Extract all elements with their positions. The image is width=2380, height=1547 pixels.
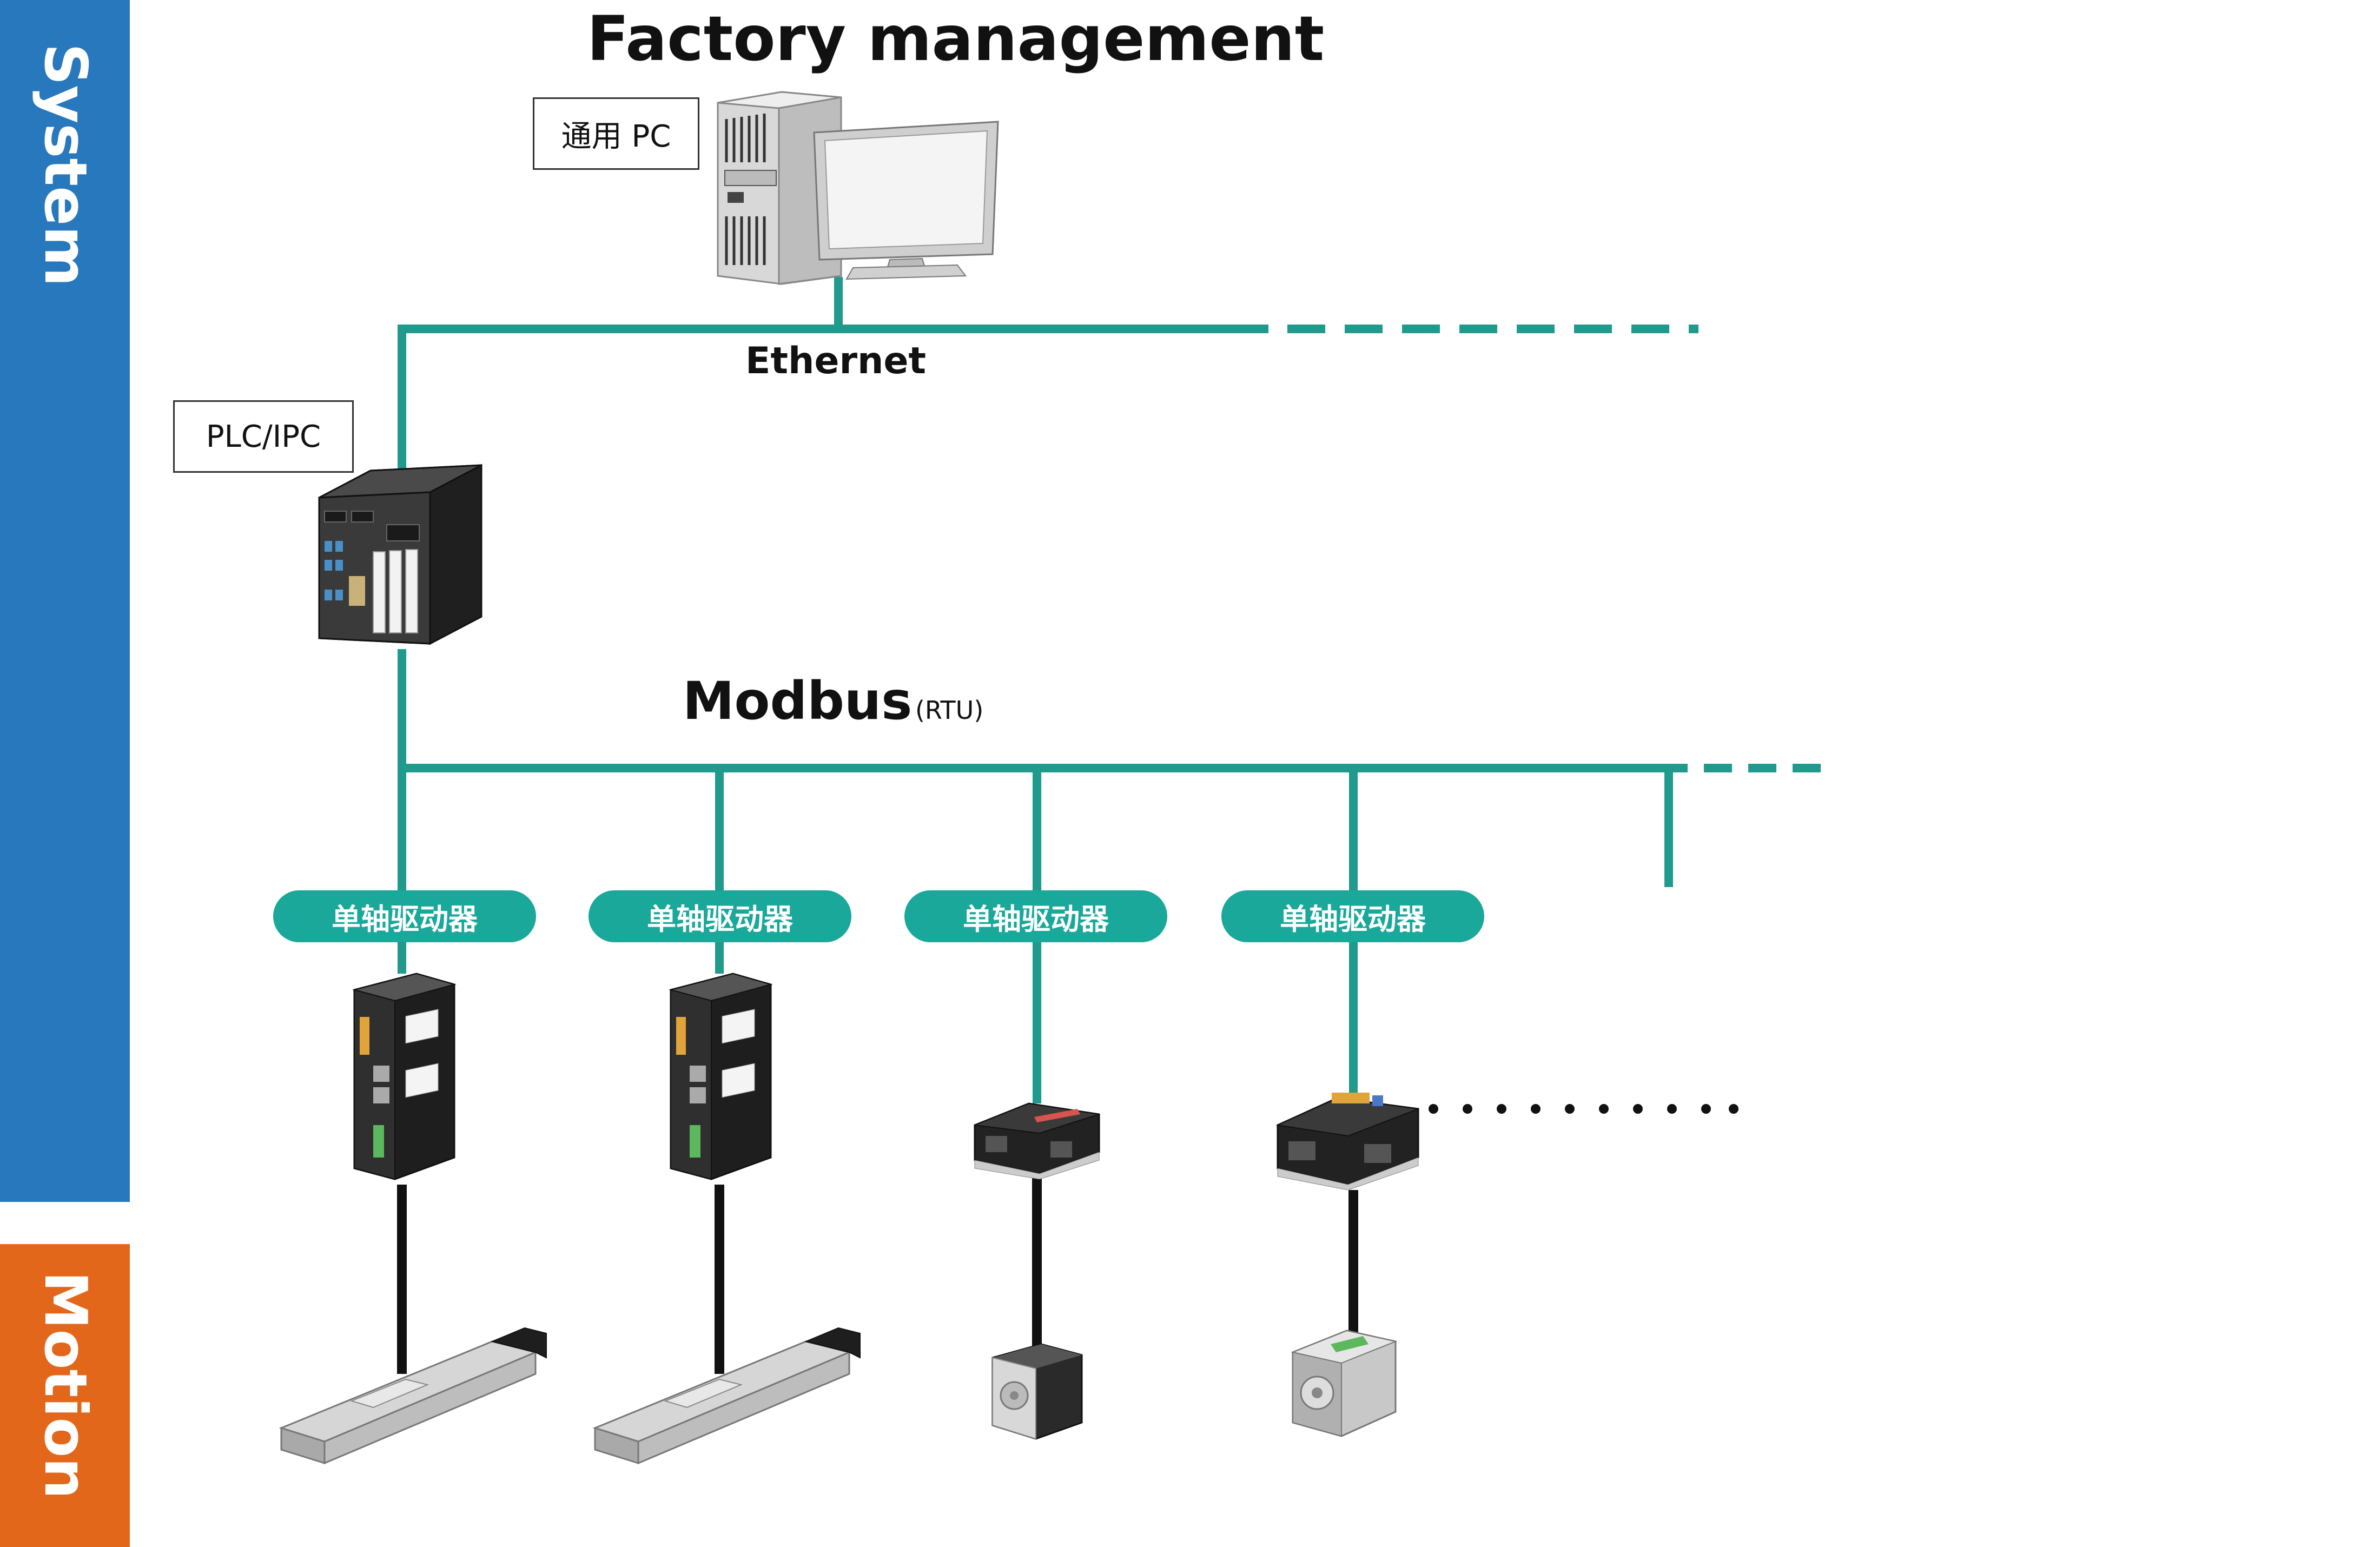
- page-title: Factory management: [587, 3, 1325, 75]
- plc-label-box: PLC/IPC: [173, 400, 354, 473]
- driver-pill-3: 单轴驱动器: [904, 890, 1167, 942]
- system-band: [0, 0, 130, 1202]
- compact-driver-icon: [974, 1102, 1100, 1179]
- desktop-pc-icon: [717, 91, 999, 285]
- linear-actuator-icon: [592, 1327, 861, 1465]
- pc-label: 通用 PC: [561, 118, 671, 154]
- plc-ipc-icon: [318, 464, 482, 645]
- pc-label-box: 通用 PC: [533, 97, 699, 170]
- plc-label: PLC/IPC: [206, 419, 321, 454]
- linear-actuator-icon: [279, 1327, 547, 1465]
- motion-band: [0, 1244, 130, 1547]
- servo-driver-icon: [669, 973, 773, 1180]
- driver-pill-1: 单轴驱动器: [273, 890, 536, 942]
- driver-pill-4: 单轴驱动器: [1221, 890, 1484, 942]
- ethernet-label: Ethernet: [745, 340, 927, 382]
- modbus-label: Modbus (RTU): [683, 671, 983, 731]
- motion-band-label: Motion: [31, 1271, 99, 1499]
- system-band-label: System: [31, 43, 99, 287]
- geared-motor-icon: [1291, 1330, 1398, 1437]
- stepper-motor-icon: [991, 1343, 1083, 1440]
- servo-driver-icon: [352, 973, 457, 1180]
- continuation-dots: [1429, 1104, 1738, 1114]
- modbus-name: Modbus: [683, 671, 913, 731]
- compact-driver-icon: [1275, 1093, 1419, 1190]
- driver-pill-2: 单轴驱动器: [589, 890, 851, 942]
- modbus-sub: (RTU): [915, 696, 984, 725]
